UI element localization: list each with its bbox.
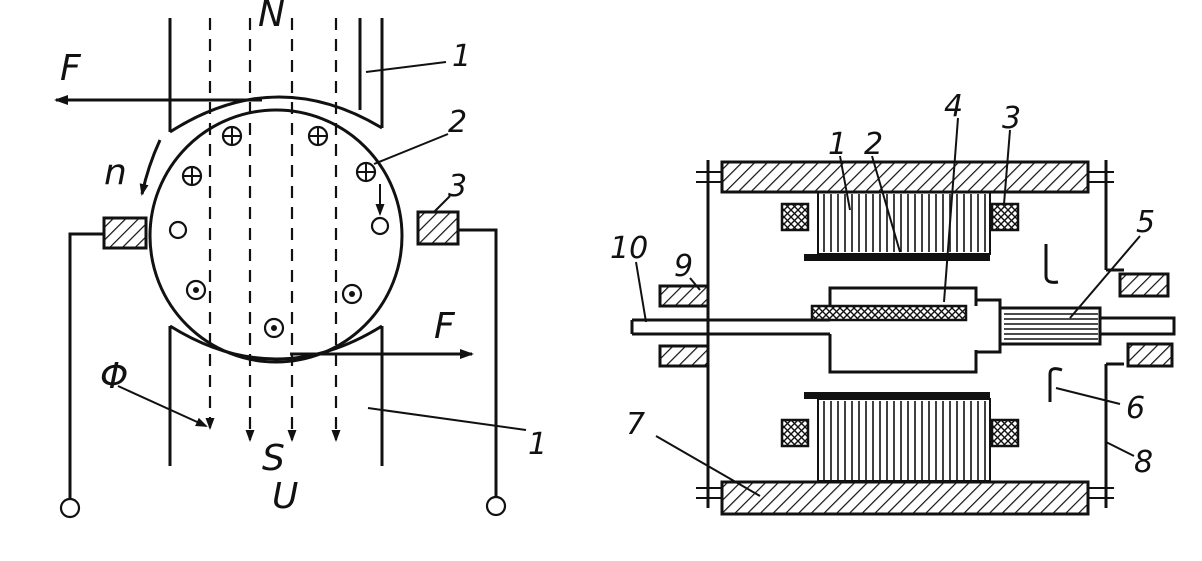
bottom-pole bbox=[168, 324, 384, 466]
label-voltage: U bbox=[272, 476, 298, 517]
conductors-into-page bbox=[181, 125, 377, 187]
callout-1: 1 bbox=[828, 127, 847, 162]
callout-brush: 3 bbox=[448, 169, 467, 204]
frame-bolts bbox=[696, 171, 1114, 499]
top-pole bbox=[168, 18, 384, 134]
terminal-leads bbox=[59, 228, 507, 519]
callout-leader-6 bbox=[1055, 387, 1121, 405]
callout-leader-5 bbox=[1069, 235, 1141, 319]
shaft-collar bbox=[976, 298, 1002, 354]
callout-leader-3 bbox=[1003, 129, 1011, 205]
rotor-body bbox=[828, 286, 978, 374]
callout-leader-pole-top bbox=[365, 61, 447, 73]
callout-pole-top: 1 bbox=[452, 39, 471, 74]
end-winding-top-right bbox=[990, 202, 1020, 232]
dc-machine-principle-figure: N S F F n Φ U 1 2 3 1 bbox=[54, 0, 547, 519]
shaft bbox=[630, 318, 830, 336]
stator-core-bottom bbox=[804, 392, 991, 482]
label-force-bottom: F bbox=[434, 306, 456, 347]
end-winding-bottom-left bbox=[780, 418, 810, 448]
label-pole-north: N bbox=[258, 0, 285, 35]
rotor-winding bbox=[810, 304, 968, 322]
terminal-left bbox=[59, 497, 81, 519]
callout-10: 10 bbox=[610, 231, 648, 266]
label-force-top: F bbox=[60, 48, 82, 89]
conductor-dot bbox=[341, 283, 363, 305]
bearing-right-bottom bbox=[1126, 342, 1174, 368]
conductors-out-of-page bbox=[185, 279, 363, 339]
flux-lines bbox=[205, 18, 341, 442]
callout-conductor: 2 bbox=[448, 105, 467, 140]
conductor-cross bbox=[355, 161, 377, 183]
brush-left bbox=[102, 216, 148, 250]
callout-leader-9 bbox=[689, 277, 701, 291]
commutator bbox=[1000, 306, 1102, 346]
conductor-cross bbox=[181, 165, 203, 187]
end-winding-top-left bbox=[780, 202, 810, 232]
callout-5: 5 bbox=[1136, 205, 1155, 240]
callout-pole-bottom: 1 bbox=[528, 427, 547, 462]
callout-3: 3 bbox=[1002, 101, 1021, 136]
label-flux: Φ bbox=[100, 356, 128, 397]
housing-bottom bbox=[720, 480, 1090, 516]
winding-strip-bottom bbox=[804, 392, 990, 399]
bearing-left-top bbox=[658, 284, 710, 308]
callout-leader-conductor bbox=[373, 133, 449, 165]
stator-core-top bbox=[804, 191, 991, 261]
end-winding-bottom-right bbox=[990, 418, 1020, 448]
callout-2: 2 bbox=[864, 127, 883, 162]
callout-4: 4 bbox=[944, 89, 963, 124]
conductor-cross bbox=[307, 125, 329, 147]
callout-leader-brush bbox=[433, 195, 451, 213]
shaft-right bbox=[1100, 316, 1176, 336]
callout-leader-7 bbox=[655, 435, 761, 497]
callout-leader-10 bbox=[635, 261, 647, 323]
conductor-dot bbox=[185, 279, 207, 301]
callout-leader-1 bbox=[839, 155, 851, 211]
armature-circle bbox=[148, 108, 404, 364]
bearing-right-top bbox=[1118, 272, 1170, 298]
terminal-right bbox=[485, 495, 507, 517]
conductor-neutral bbox=[168, 220, 188, 240]
brush-spring-top bbox=[1044, 244, 1059, 284]
label-rotation: n bbox=[104, 152, 127, 193]
callout-6: 6 bbox=[1126, 391, 1145, 426]
brush-right bbox=[416, 210, 460, 246]
housing-top bbox=[720, 160, 1090, 194]
conductor-neutral bbox=[370, 216, 390, 236]
conductor-cross bbox=[221, 125, 243, 147]
flux-pointer bbox=[117, 385, 208, 427]
machine-section-figure: 1 2 4 3 5 10 9 6 7 8 bbox=[610, 89, 1176, 516]
callout-8: 8 bbox=[1134, 445, 1153, 480]
winding-strip-top bbox=[804, 254, 990, 261]
bearing-left-bottom bbox=[658, 344, 710, 368]
label-pole-south: S bbox=[262, 438, 285, 479]
rotation-arrow bbox=[139, 139, 162, 196]
callout-7: 7 bbox=[626, 407, 645, 442]
brush-spring-bottom bbox=[1048, 367, 1063, 402]
callout-leader-2 bbox=[871, 155, 901, 253]
callout-9: 9 bbox=[674, 249, 693, 284]
callout-leader-pole-bottom bbox=[367, 407, 527, 431]
conductor-dot bbox=[263, 317, 285, 339]
callout-leader-4 bbox=[943, 117, 959, 303]
callout-leader-8 bbox=[1105, 441, 1135, 457]
